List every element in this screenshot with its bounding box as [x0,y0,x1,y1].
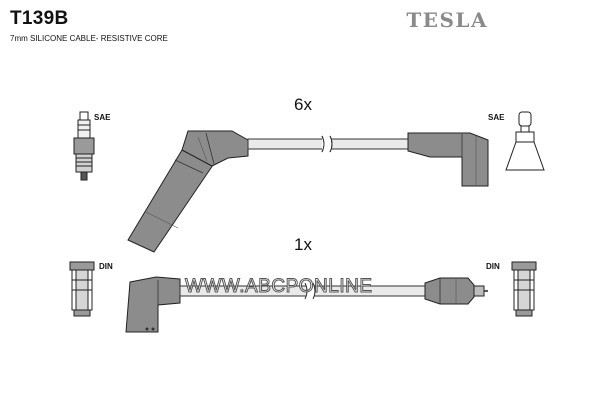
din-terminal-right-icon [511,261,537,317]
boot-bottom-left [125,276,181,333]
top-quantity: 6x [294,95,312,114]
cable-bottom [125,276,488,333]
coil-connector [424,277,475,305]
cable-description: 7mm SILICONE CABLE- RESISTIVE CORE [10,34,168,43]
sae-label-right: SAE [488,113,505,122]
din-label-left: DIN [99,262,113,271]
coil-terminal-sae-icon [505,111,545,171]
brand-logo: TESLA [406,8,488,32]
watermark: WWW.ABCPONLINE [185,276,373,298]
din-label-right: DIN [486,262,500,271]
straight-boot-top-left [127,149,214,253]
boot-top-right [407,132,489,187]
din-terminal-left-icon [69,261,95,317]
boot-head-top-left [181,130,249,167]
bottom-quantity: 1x [294,235,312,254]
product-code: T139B [10,8,69,29]
sae-label-left: SAE [94,113,111,122]
spark-plug-sae-icon [73,111,95,181]
cable-top [127,130,489,253]
